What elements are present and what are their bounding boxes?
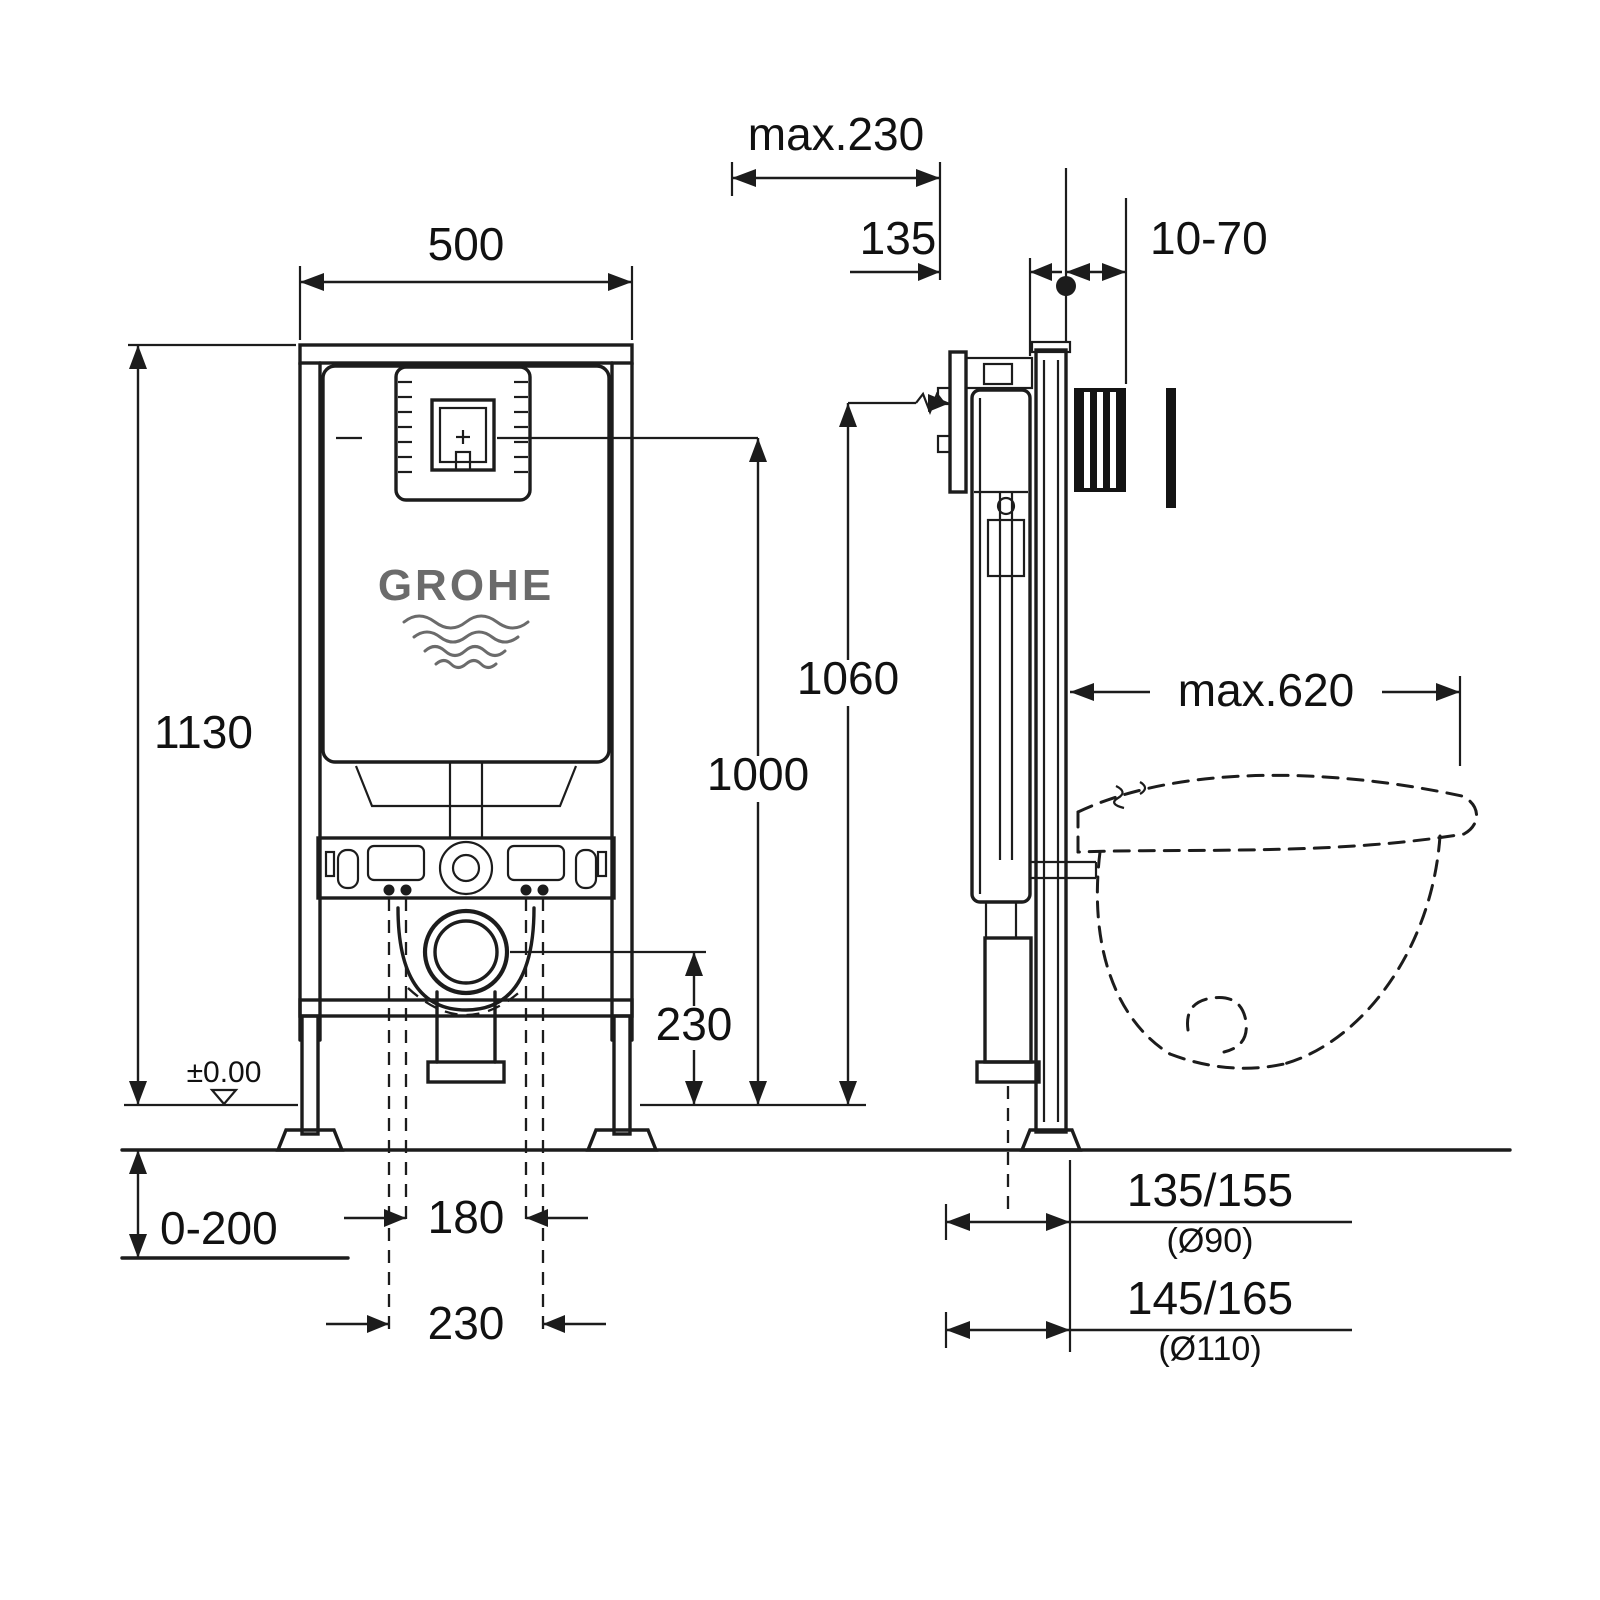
dim-bolt-outer-label: 230 — [428, 1297, 505, 1349]
frame-mechanics — [316, 760, 616, 900]
fixing-bolt — [400, 884, 412, 896]
dim-plate-offset-label: 135 — [860, 212, 937, 264]
wall-covering-block — [1074, 388, 1176, 508]
dim-front-width-label: 500 — [428, 218, 505, 270]
dim-drain-height-label: 230 — [656, 998, 733, 1050]
frame-side — [1019, 340, 1083, 1152]
dim-max-width-label: max.620 — [1178, 664, 1354, 716]
wall-reference-arrow — [915, 391, 945, 416]
dim-max-depth: max.230 — [730, 108, 942, 280]
reference-dot — [1056, 276, 1076, 296]
dim-outlet-90-dia-label: (Ø90) — [1167, 1222, 1254, 1260]
dim-bolt-outer: 230 — [326, 1297, 606, 1349]
flush-plate — [394, 365, 532, 502]
dim-floor-adjust: 0-200 — [129, 1150, 278, 1258]
dim-outlet-110-dia-label: (Ø110) — [1158, 1330, 1261, 1368]
dim-bolt-inner-label: 180 — [428, 1191, 505, 1243]
level-mark-label: ±0.00 — [187, 1056, 262, 1089]
level-mark: ±0.00 — [187, 1056, 262, 1106]
floor-lines — [120, 1103, 1512, 1260]
fixing-bolt — [520, 884, 532, 896]
dim-plate-height-label: 1000 — [707, 748, 809, 800]
dim-max-depth-label: max.230 — [748, 108, 924, 160]
side-view — [936, 168, 1478, 1152]
front-view: GROHE — [275, 343, 659, 1330]
cistern-side — [970, 388, 1032, 904]
dim-frame-height: 1130 — [128, 343, 296, 1105]
dim-bolt-inner: 180 — [344, 1191, 588, 1243]
grohe-logo-text: GROHE — [378, 561, 554, 610]
dim-outlet-110-label: 145/165 — [1127, 1272, 1293, 1324]
dim-plate-height: 1000 — [336, 436, 812, 1105]
logo-wave-icon — [402, 614, 530, 630]
dim-max-width: max.620 — [1070, 664, 1462, 766]
dim-actuation-height-label: 1060 — [797, 652, 899, 704]
dim-drain-height: 230 — [510, 950, 733, 1105]
dim-wall-range: 10-70 — [1066, 198, 1268, 384]
drain-outlet-front — [396, 906, 536, 1084]
dim-actuation-height: 1060 — [794, 391, 950, 1105]
flush-plate-side — [936, 350, 1034, 494]
mounting-frame — [275, 343, 659, 1152]
dim-outlet-offsets: 135/155 (Ø90) 145/165 (Ø110) — [944, 1086, 1352, 1368]
bolt-projection-lines — [387, 898, 545, 1330]
dim-frame-height-label: 1130 — [154, 706, 253, 758]
grohe-logo: GROHE — [378, 561, 554, 669]
dim-outlet-90-label: 135/155 — [1127, 1164, 1293, 1216]
flush-pipe-to-bowl — [1030, 860, 1098, 880]
toilet-bowl-outline — [1076, 773, 1478, 1070]
drain-outlet-side — [975, 900, 1041, 1084]
dim-floor-adjust-label: 0-200 — [160, 1202, 278, 1254]
level-triangle-icon — [209, 1088, 239, 1106]
fixing-bolt — [383, 884, 395, 896]
frame-front-reference — [1056, 168, 1076, 342]
dim-plate-offset: 135 — [850, 212, 1062, 356]
dim-front-width: 500 — [298, 218, 634, 340]
fixing-bolt — [537, 884, 549, 896]
dim-wall-range-label: 10-70 — [1150, 212, 1268, 264]
wall-finish-bar — [1166, 388, 1176, 508]
